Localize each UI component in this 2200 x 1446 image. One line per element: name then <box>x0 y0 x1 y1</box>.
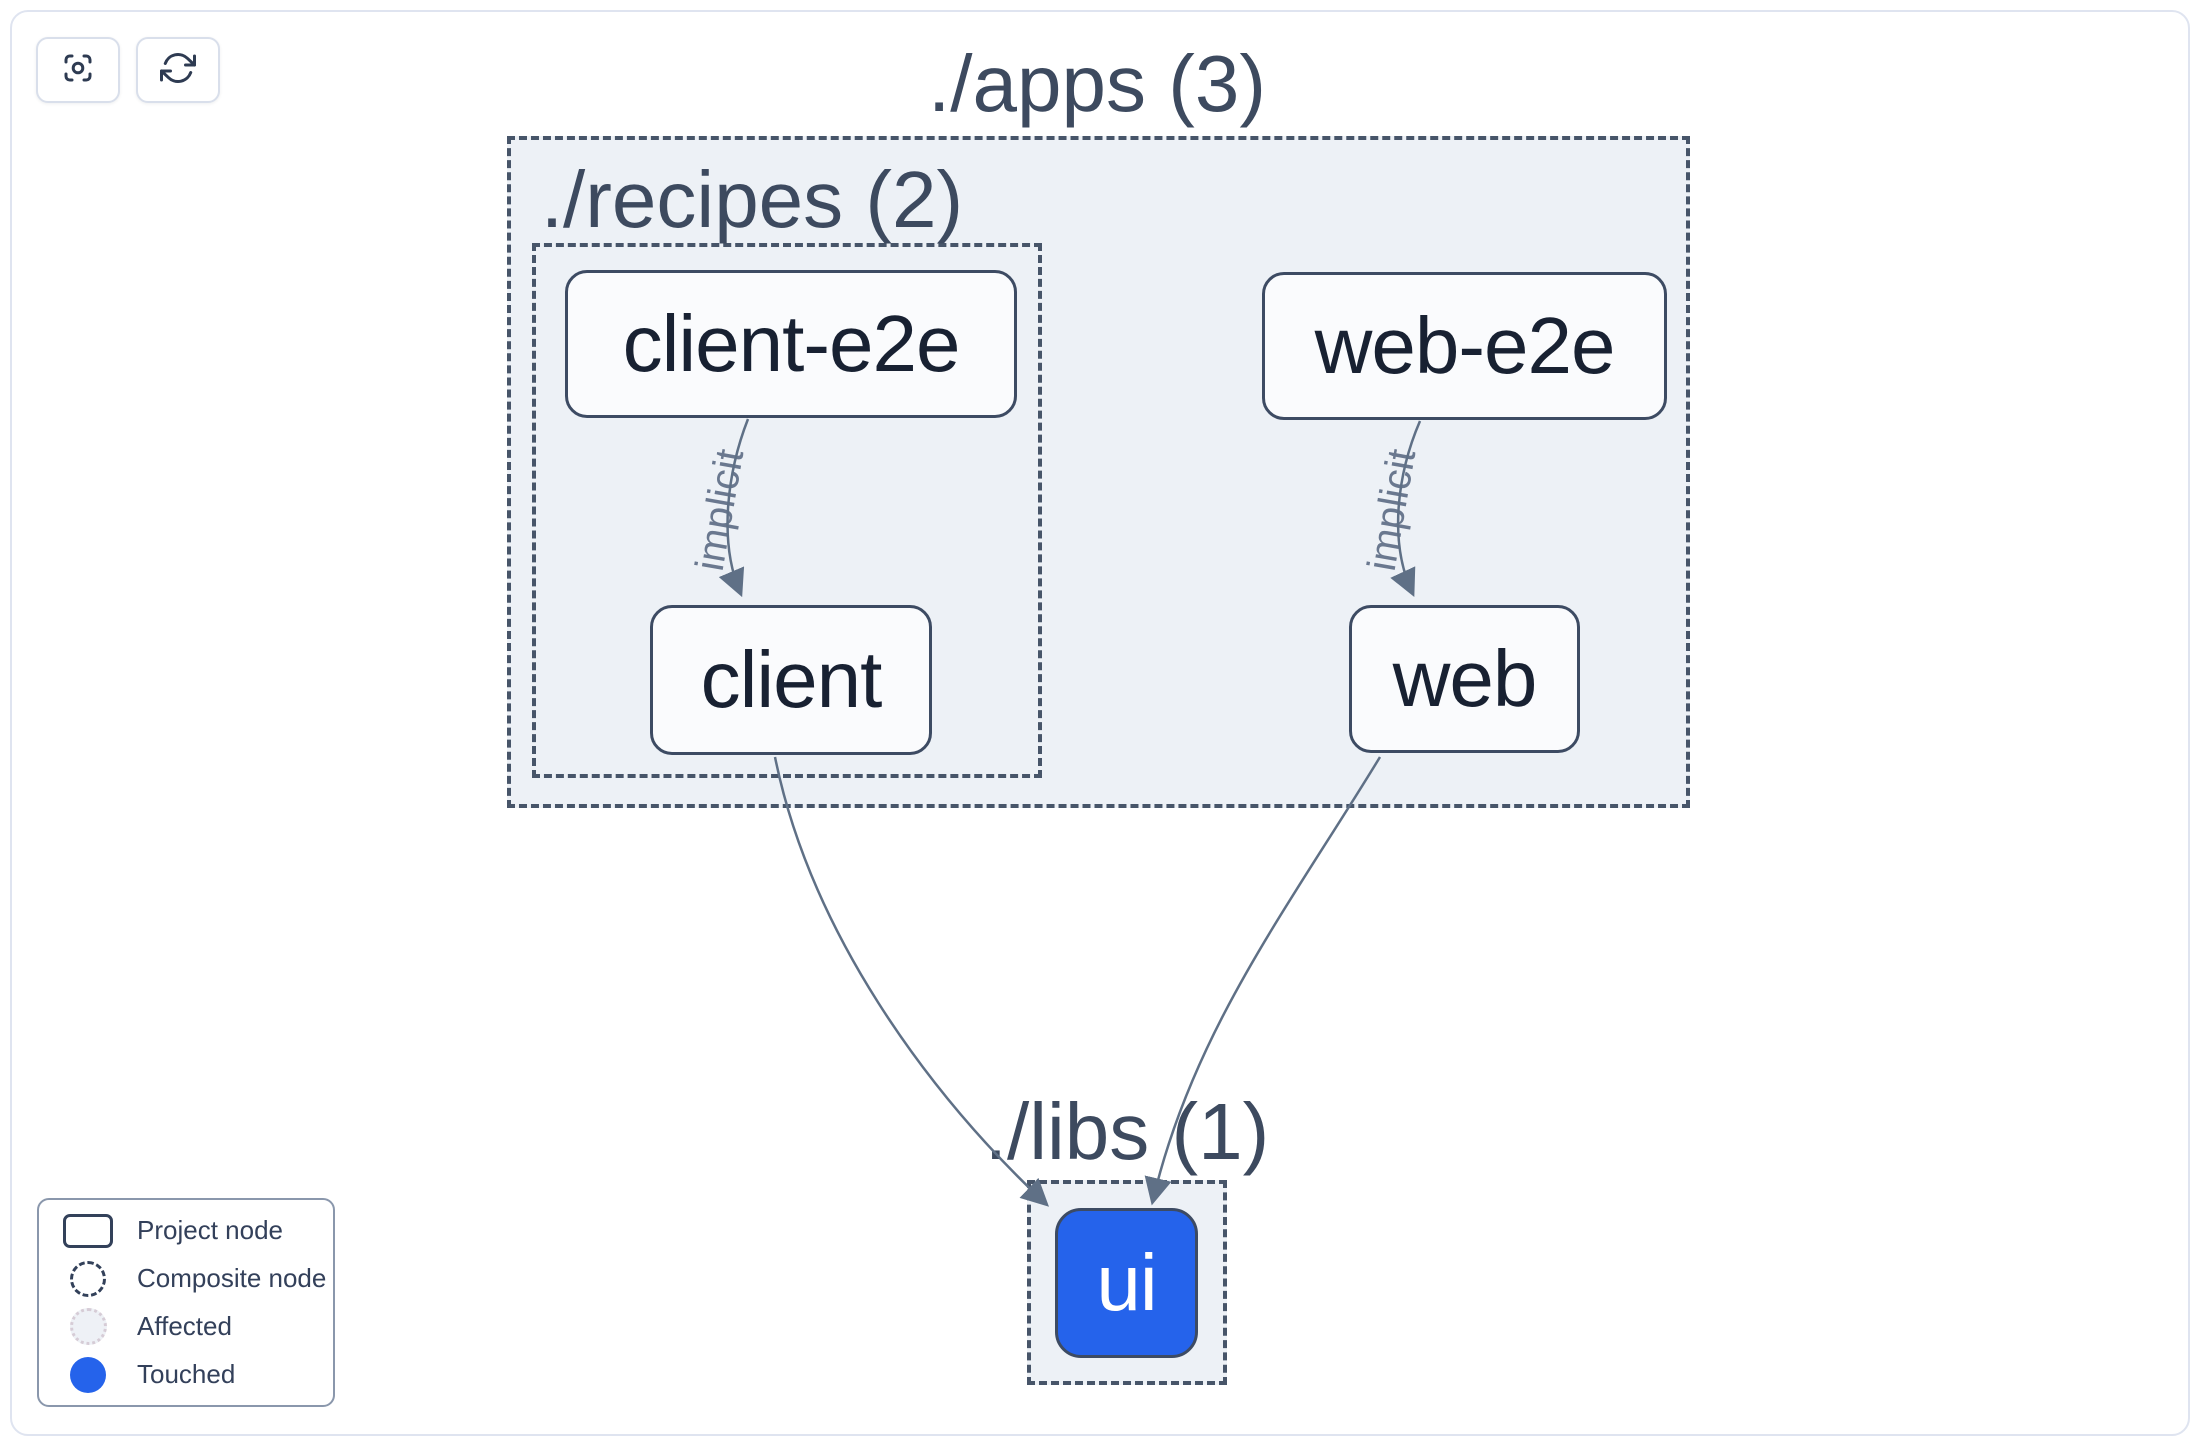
refresh-icon <box>160 50 196 91</box>
legend-row-touched: Touched <box>55 1351 333 1399</box>
project-node-web[interactable]: web <box>1349 605 1580 753</box>
touched-swatch <box>55 1356 121 1393</box>
composite-label-libs: ./libs (1) <box>984 1087 1270 1176</box>
project-node-client-e2e[interactable]: client-e2e <box>565 270 1017 418</box>
refresh-graph-button[interactable] <box>136 37 220 103</box>
legend-label: Project node <box>137 1215 283 1245</box>
legend-row-composite-node: Composite node <box>55 1255 333 1303</box>
project-node-client[interactable]: client <box>650 605 932 755</box>
legend: Project node Composite node Affected Tou… <box>37 1198 335 1407</box>
composite-label-apps: ./apps (3) <box>928 39 1266 128</box>
legend-label: Touched <box>137 1359 236 1389</box>
legend-row-project-node: Project node <box>55 1207 333 1255</box>
scan-focus-icon <box>60 50 96 91</box>
project-node-ui-touched[interactable]: ui <box>1055 1208 1198 1358</box>
composite-label-recipes: ./recipes (2) <box>540 155 964 244</box>
node-label: web <box>1392 634 1538 723</box>
node-label: web-e2e <box>1314 301 1616 390</box>
project-node-swatch <box>55 1213 121 1248</box>
composite-node-swatch <box>55 1260 121 1297</box>
node-label: ui <box>1096 1238 1157 1327</box>
project-node-web-e2e[interactable]: web-e2e <box>1262 272 1667 420</box>
node-label: client <box>700 635 883 724</box>
legend-label: Affected <box>137 1311 232 1341</box>
node-label: client-e2e <box>622 299 961 388</box>
legend-row-affected: Affected <box>55 1303 333 1351</box>
center-graph-button[interactable] <box>36 37 120 103</box>
legend-label: Composite node <box>137 1263 327 1293</box>
affected-swatch <box>55 1308 121 1345</box>
